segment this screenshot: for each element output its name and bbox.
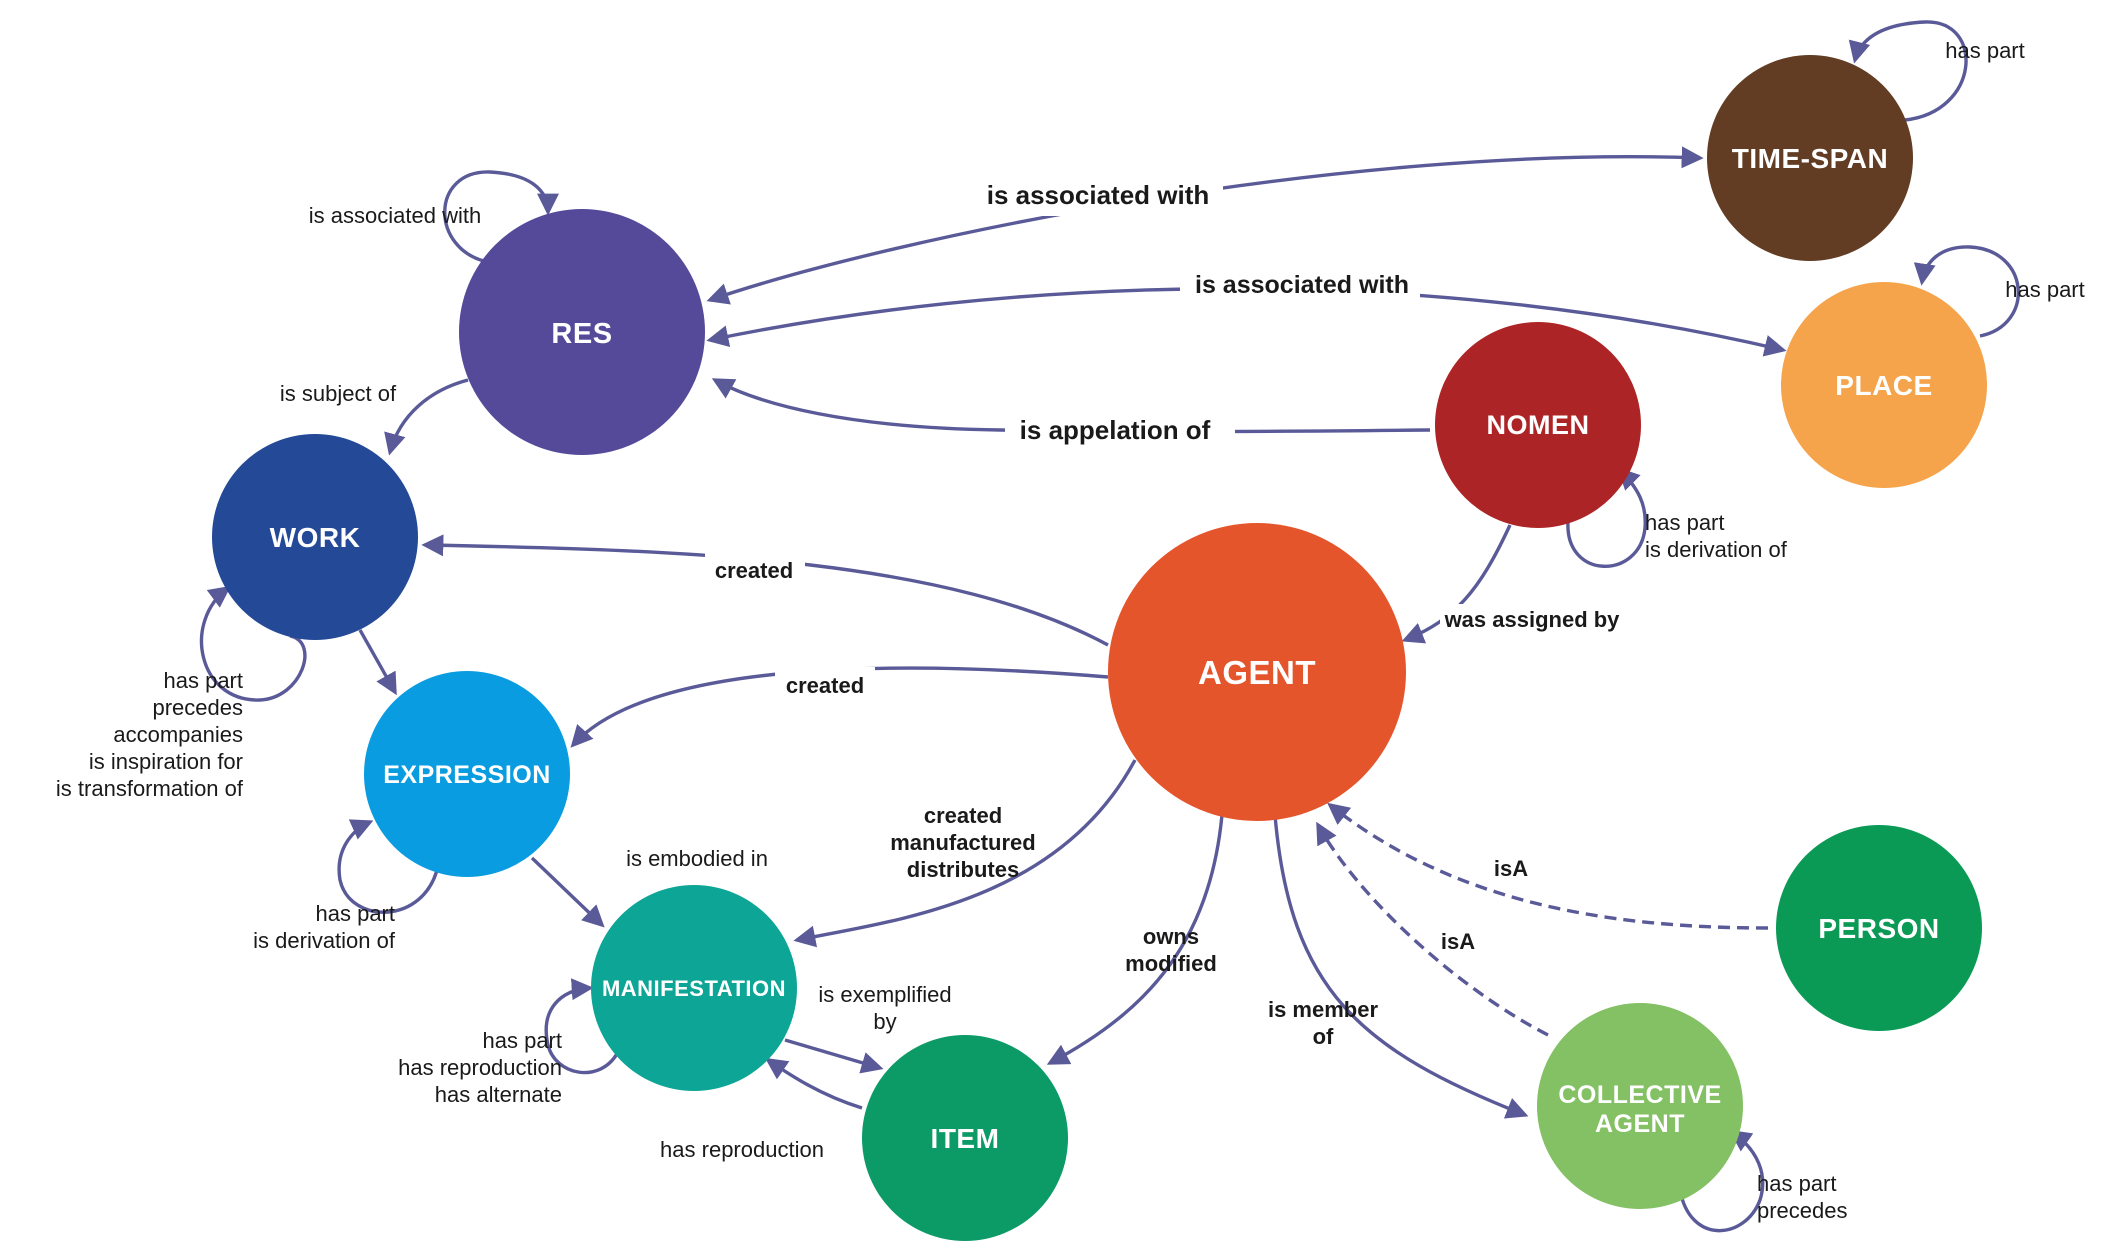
label-manifestation-self-3: has alternate <box>435 1082 562 1107</box>
expression-circle <box>364 671 570 877</box>
collective-agent-label-line2: AGENT <box>1595 1110 1685 1138</box>
label-nomen-res: is appelation of <box>1020 415 1211 445</box>
person-circle <box>1776 825 1982 1031</box>
edge-agent-work <box>421 534 1109 647</box>
place-circle <box>1781 282 1987 488</box>
edges <box>199 20 2020 1233</box>
label-manifestation-self-1: has part <box>483 1028 563 1053</box>
label-collective-agent-isa: isA <box>1441 929 1475 954</box>
time-span-circle <box>1707 55 1913 261</box>
nomen-circle <box>1435 322 1641 528</box>
agent-label: AGENT <box>1198 654 1316 691</box>
label-work-self-5: is transformation of <box>56 776 244 801</box>
manifestation-circle <box>591 885 797 1091</box>
edge-place-self <box>1913 245 2020 338</box>
label-collective-self-1: has part <box>1757 1171 1837 1196</box>
label-manifestation-item-1: is exemplified <box>818 982 951 1007</box>
label-agent-manifestation-1: created <box>924 803 1002 828</box>
label-person-agent: isA <box>1494 856 1528 881</box>
collective-agent-label-line1: COLLECTIVE <box>1558 1081 1721 1109</box>
person-label: PERSON <box>1818 913 1939 944</box>
collective-agent-circle <box>1537 1003 1743 1209</box>
label-work-self-1: has part <box>164 668 244 693</box>
expression-label: EXPRESSION <box>383 761 551 789</box>
node-nomen[interactable]: NOMEN <box>1435 322 1641 528</box>
work-circle <box>212 434 418 640</box>
label-item-manifestation: has reproduction <box>660 1137 824 1162</box>
node-expression[interactable]: EXPRESSION <box>364 671 570 877</box>
label-work-self-4: is inspiration for <box>89 749 243 774</box>
edge-work-expression <box>358 629 397 696</box>
label-expression-self-2: is derivation of <box>253 928 396 953</box>
label-nomen-self-1: has part <box>1645 510 1725 535</box>
node-collective-agent[interactable]: COLLECTIVE AGENT <box>1537 1003 1743 1209</box>
nomen-label: NOMEN <box>1487 410 1590 440</box>
label-agent-item-1: owns <box>1143 924 1199 949</box>
edge-manifestation-item <box>784 1038 884 1074</box>
label-expression-self-1: has part <box>316 901 396 926</box>
res-circle <box>459 209 705 455</box>
manifestation-label: MANIFESTATION <box>602 976 786 1001</box>
label-res-time-span: is associated with <box>987 180 1210 210</box>
label-agent-work: created <box>715 558 793 583</box>
label-work-self-2: precedes <box>152 695 243 720</box>
item-label: ITEM <box>931 1123 1000 1154</box>
edge-time-span-self <box>1848 20 1968 122</box>
item-circle <box>862 1035 1068 1241</box>
edge-person-agent <box>1327 802 1769 930</box>
work-label: WORK <box>270 522 361 553</box>
label-nomen-self-2: is derivation of <box>1645 537 1788 562</box>
agent-circle <box>1108 523 1406 821</box>
label-agent-manifestation-3: distributes <box>907 857 1019 882</box>
edge-agent-item <box>1046 814 1224 1065</box>
label-place-self: has part <box>2005 277 2085 302</box>
label-res-work: is subject of <box>280 381 397 406</box>
label-agent-collective-2: of <box>1313 1024 1334 1049</box>
label-res-place: is associated with <box>1195 271 1409 299</box>
node-work[interactable]: WORK <box>212 434 418 640</box>
edge-item-manifestation <box>764 1057 863 1110</box>
edge-collective-self <box>1678 1129 1765 1233</box>
edge-agent-manifestation <box>793 759 1137 948</box>
edge-agent-collective <box>1273 814 1529 1119</box>
label-agent-nomen: was assigned by <box>1444 607 1621 632</box>
label-agent-manifestation-2: manufactured <box>890 830 1035 855</box>
edge-nomen-agent <box>1401 524 1512 644</box>
label-collective-self-2: precedes <box>1757 1198 1848 1223</box>
label-expression-manifestation: is embodied in <box>626 846 768 871</box>
edge-expression-manifestation <box>530 856 605 928</box>
edge-manifestation-self <box>544 978 620 1075</box>
node-agent[interactable]: AGENT <box>1108 523 1406 821</box>
time-span-label: TIME-SPAN <box>1732 143 1888 174</box>
node-person[interactable]: PERSON <box>1776 825 1982 1031</box>
edge-labels: is associated with is associated with is… <box>56 38 2085 1223</box>
label-time-span-self: has part <box>1945 38 2025 63</box>
edge-expression-self <box>337 819 440 914</box>
label-manifestation-item-2: by <box>873 1009 896 1034</box>
edge-res-work <box>384 378 469 456</box>
label-work-self-3: accompanies <box>113 722 243 747</box>
label-res-self: is associated with <box>309 203 481 228</box>
edge-res-self <box>443 170 559 264</box>
edge-work-self <box>199 585 307 702</box>
nodes: TIME-SPAN PLACE RES NOMEN WORK AGENT EXP… <box>212 55 1987 1241</box>
place-label: PLACE <box>1835 370 1932 401</box>
label-agent-item-2: modified <box>1125 951 1217 976</box>
node-time-span[interactable]: TIME-SPAN <box>1707 55 1913 261</box>
node-place[interactable]: PLACE <box>1781 282 1987 488</box>
node-res[interactable]: RES <box>459 209 705 455</box>
label-manifestation-self-2: has reproduction <box>398 1055 562 1080</box>
edge-collective-agent-isa <box>1316 821 1549 1037</box>
node-manifestation[interactable]: MANIFESTATION <box>591 885 797 1091</box>
edge-nomen-self <box>1566 467 1647 568</box>
label-agent-collective-1: is member <box>1268 997 1378 1022</box>
node-item[interactable]: ITEM <box>862 1035 1068 1241</box>
res-label: RES <box>551 318 612 350</box>
label-agent-expression: created <box>786 673 864 698</box>
